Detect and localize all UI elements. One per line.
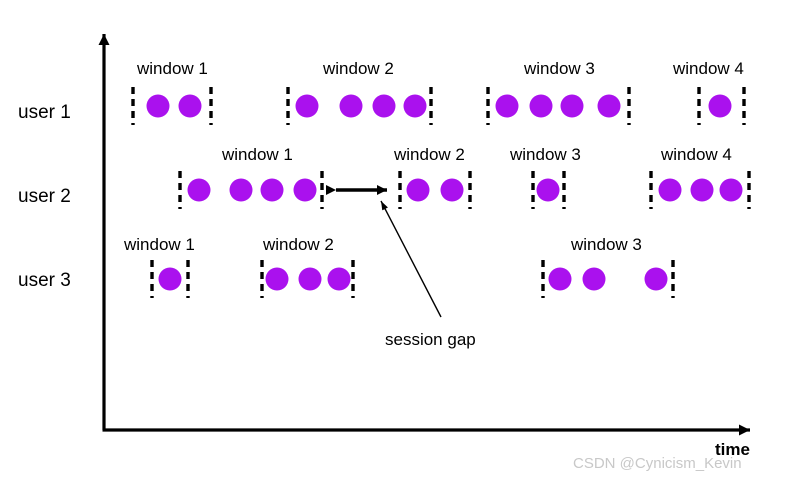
event-dot xyxy=(260,178,284,202)
event-dot xyxy=(293,178,317,202)
window-3-user-3 xyxy=(541,260,675,298)
session-gap-annotation xyxy=(326,185,442,318)
window-label: window 2 xyxy=(394,145,465,164)
window-label: window 1 xyxy=(222,145,293,164)
user-row-3 xyxy=(150,260,675,298)
user-row-1 xyxy=(131,87,746,125)
event-dot xyxy=(719,178,743,202)
event-dot xyxy=(158,267,182,291)
event-dot xyxy=(644,267,668,291)
window-label: window 2 xyxy=(323,59,394,78)
window-2-user-3 xyxy=(260,260,355,298)
window-label: window 1 xyxy=(137,59,208,78)
window-label: window 3 xyxy=(571,235,642,254)
window-4-user-1 xyxy=(697,87,746,125)
window-1-user-1 xyxy=(131,87,213,125)
event-dot xyxy=(690,178,714,202)
user-label-2: user 2 xyxy=(18,186,71,207)
event-dot xyxy=(295,94,319,118)
event-dot xyxy=(529,94,553,118)
event-dot xyxy=(495,94,519,118)
event-dot xyxy=(146,94,170,118)
window-3-user-1 xyxy=(486,87,631,125)
user-label-3: user 3 xyxy=(18,270,71,291)
event-dot xyxy=(339,94,363,118)
event-dot xyxy=(536,178,560,202)
window-label: window 4 xyxy=(673,59,744,78)
event-dot xyxy=(229,178,253,202)
event-dot xyxy=(406,178,430,202)
window-4-user-2 xyxy=(649,171,751,209)
user-row-2 xyxy=(178,171,751,209)
window-label: window 3 xyxy=(510,145,581,164)
window-1-user-2 xyxy=(178,171,324,209)
event-dot xyxy=(548,267,572,291)
event-dot xyxy=(440,178,464,202)
user-label-1: user 1 xyxy=(18,102,71,123)
window-label: window 2 xyxy=(263,235,334,254)
csdn-watermark: CSDN @Cynicism_Kevin xyxy=(573,455,742,472)
window-label: window 1 xyxy=(124,235,195,254)
event-dot xyxy=(265,267,289,291)
window-1-user-3 xyxy=(150,260,190,298)
window-2-user-2 xyxy=(398,171,472,209)
event-dot xyxy=(327,267,351,291)
session-gap-pointer-line xyxy=(380,200,442,318)
window-label: window 4 xyxy=(661,145,732,164)
x-axis-label: time xyxy=(715,440,750,459)
window-2-user-1 xyxy=(286,87,433,125)
event-dot xyxy=(658,178,682,202)
event-dot xyxy=(178,94,202,118)
event-dot xyxy=(372,94,396,118)
window-label: window 3 xyxy=(524,59,595,78)
event-dot xyxy=(298,267,322,291)
event-dot xyxy=(597,94,621,118)
event-dot xyxy=(560,94,584,118)
event-dot xyxy=(187,178,211,202)
session-gap-label: session gap xyxy=(385,330,476,349)
window-3-user-2 xyxy=(531,171,566,209)
event-dot xyxy=(403,94,427,118)
event-dot xyxy=(582,267,606,291)
event-dot xyxy=(708,94,732,118)
